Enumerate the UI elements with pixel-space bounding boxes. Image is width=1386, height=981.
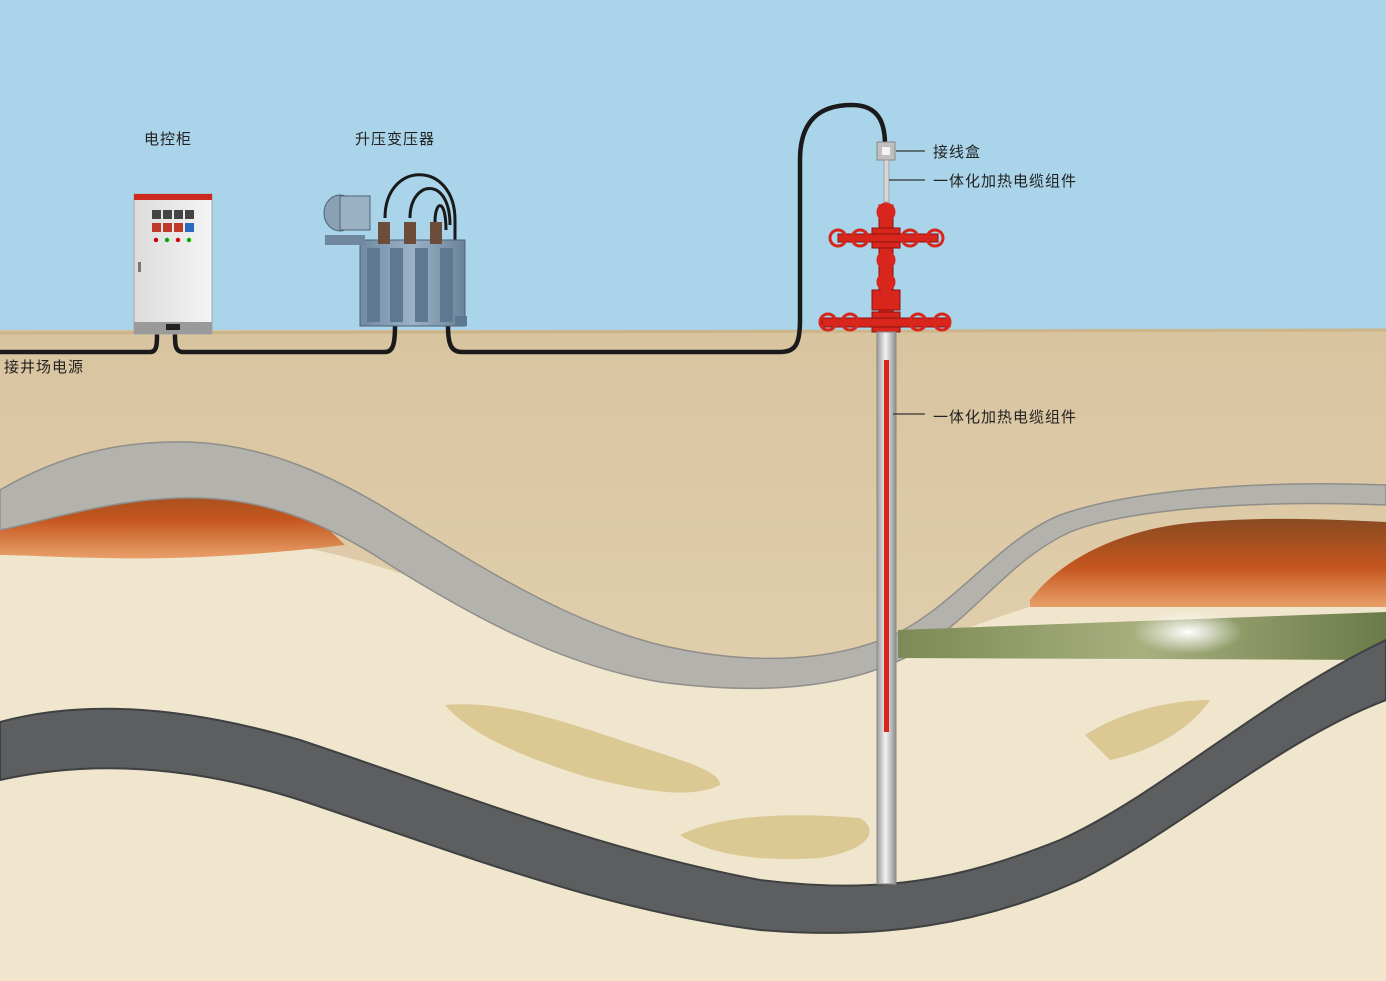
cable-assembly-bottom-label: 一体化加热电缆组件 <box>933 408 1077 426</box>
oil-zone-right <box>1030 518 1386 607</box>
dark-rock-band <box>0 638 1386 934</box>
cabinet-panel-meters <box>152 210 194 243</box>
wellsite-power-label: 接井场电源 <box>4 358 84 376</box>
transformer-wire-2 <box>408 187 452 226</box>
heating-glow <box>1133 610 1243 654</box>
cable-assembly-top-label: 一体化加热电缆组件 <box>933 172 1077 190</box>
sand-patch-mid <box>680 815 870 860</box>
sky <box>0 0 1386 335</box>
wellhead-christmas-tree <box>818 202 952 333</box>
control-cabinet-label: 电控柜 <box>144 130 192 148</box>
junction-box-label: 接线盒 <box>933 143 981 161</box>
heating-cable-section <box>884 360 889 732</box>
surface-power-cable <box>0 102 888 355</box>
transformer-wire-1 <box>383 173 457 250</box>
sand-patch-right <box>1085 700 1210 760</box>
step-up-transformer <box>323 194 467 327</box>
surface-cable-assembly <box>883 159 890 203</box>
transformer-label: 升压变压器 <box>355 130 435 148</box>
sand-patch-left <box>445 704 720 793</box>
control-cabinet <box>133 193 213 335</box>
transformer-wire-3 <box>433 204 448 231</box>
ground-line <box>0 328 1386 335</box>
rock-band <box>0 441 1386 690</box>
junction-box <box>876 141 896 161</box>
